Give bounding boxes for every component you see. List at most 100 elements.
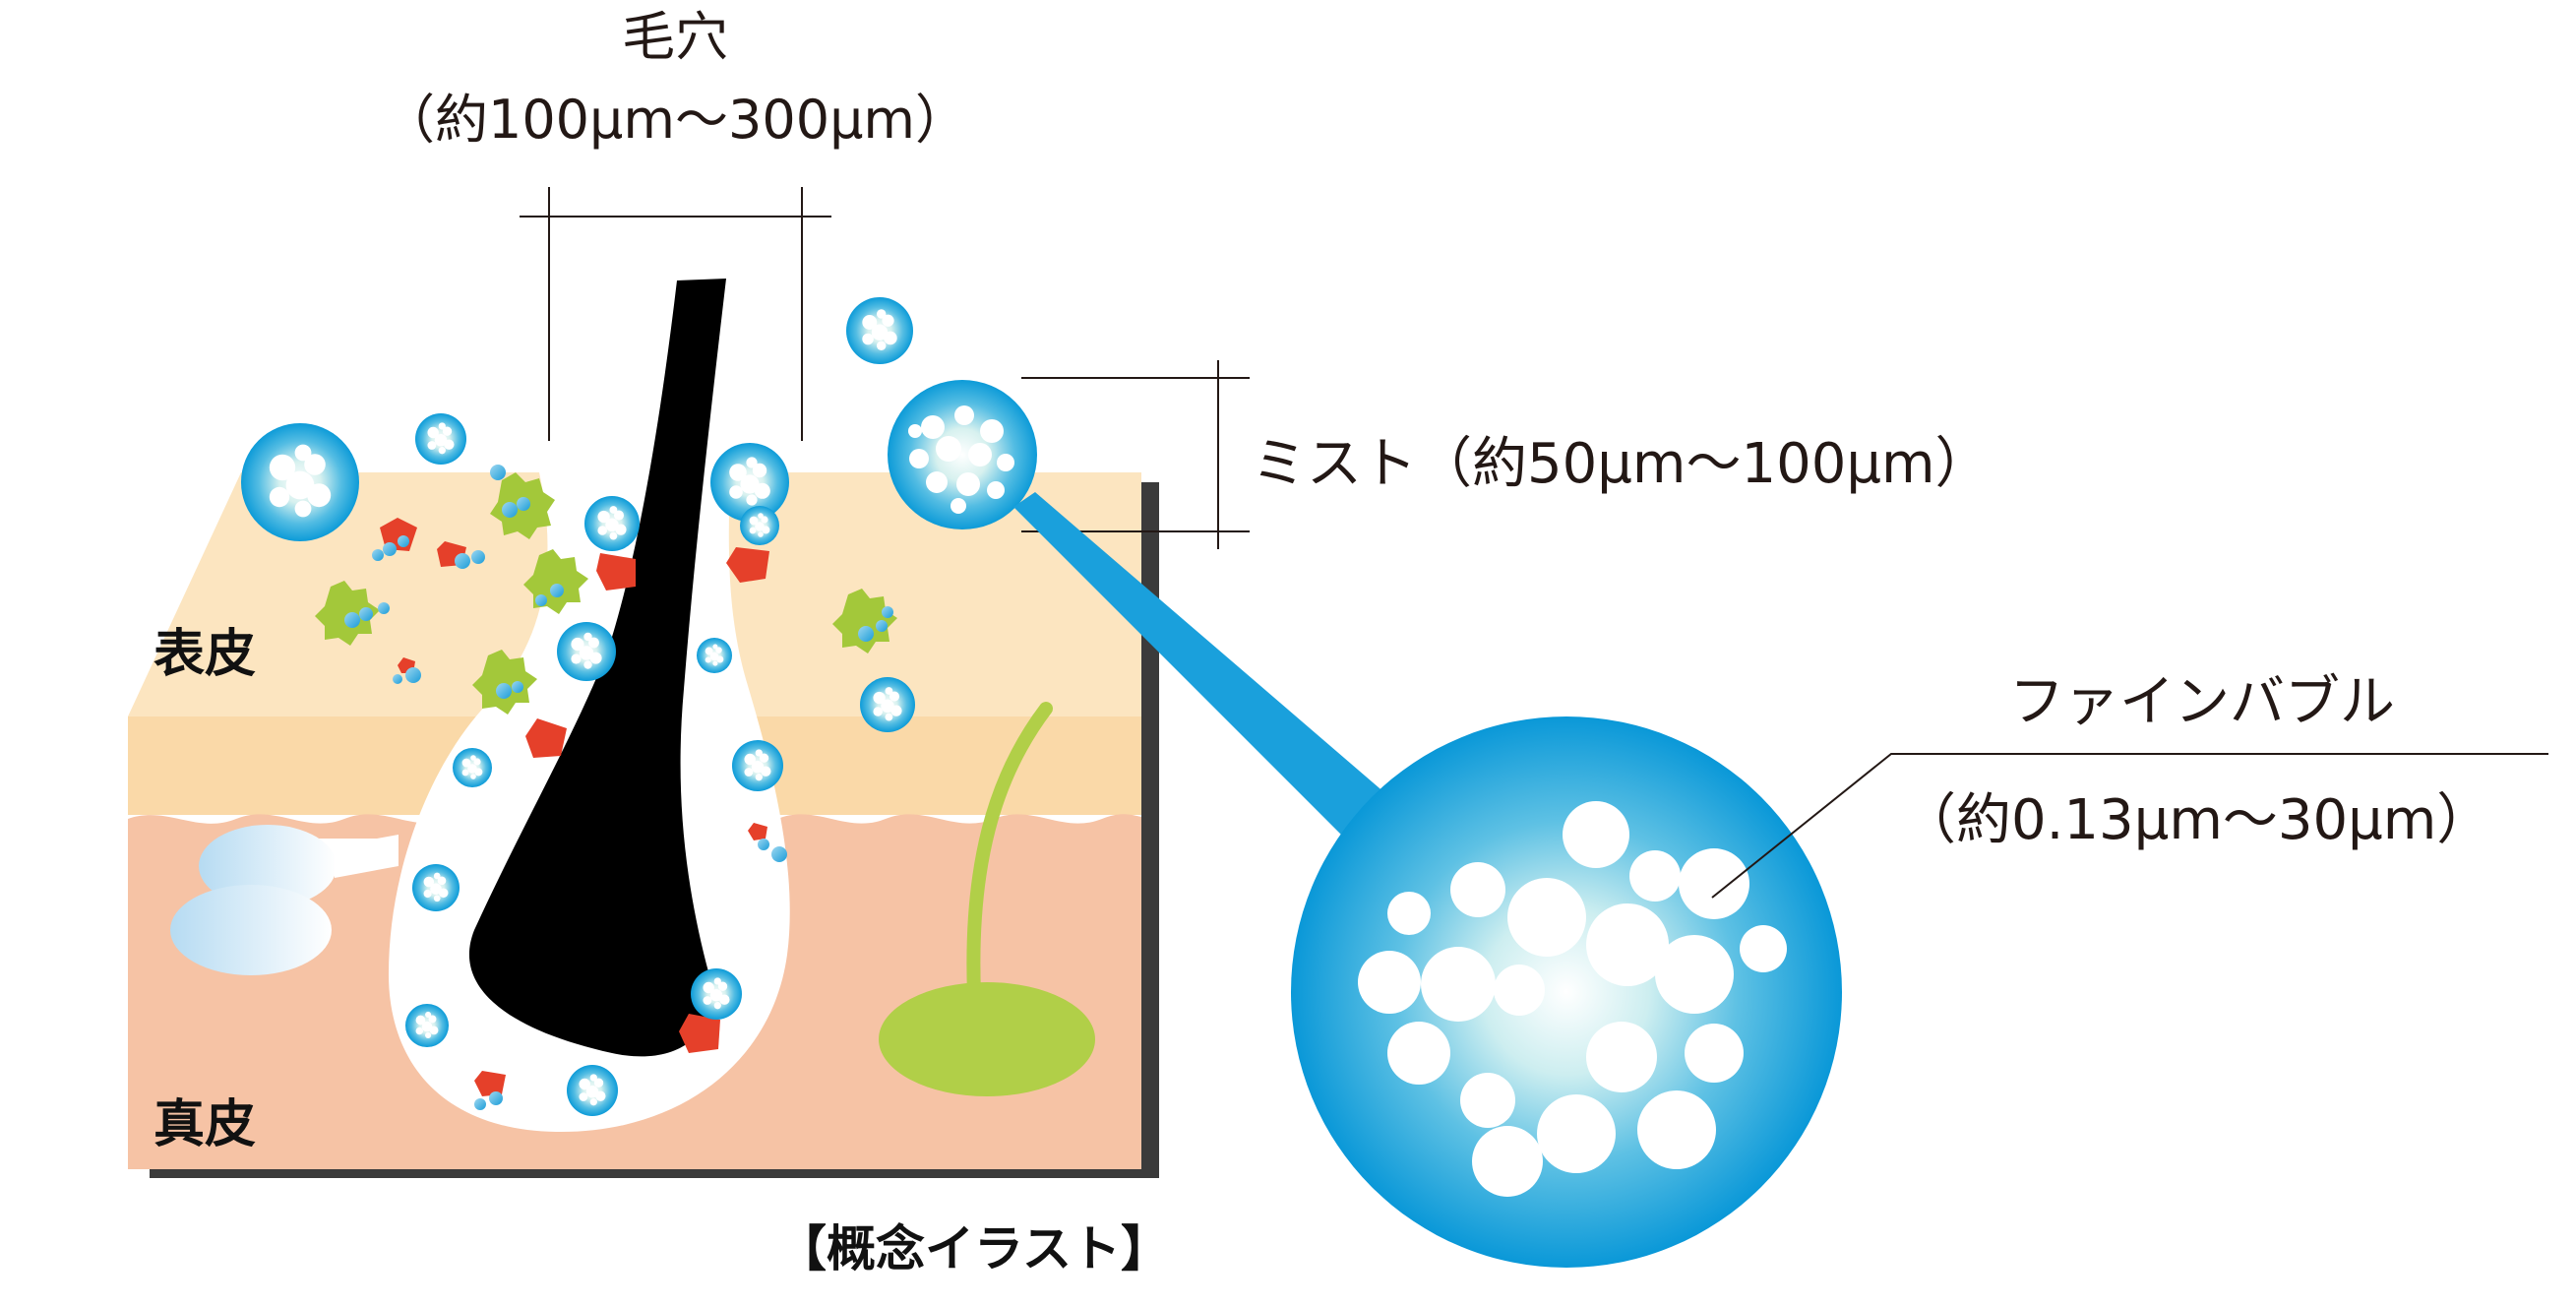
bubble-dot	[588, 637, 599, 649]
bubble-dot	[749, 516, 759, 526]
bubble-dot	[597, 526, 607, 535]
bubble-dot	[758, 513, 764, 519]
mist-bubble	[740, 506, 779, 545]
bubble-dot	[921, 415, 945, 439]
fine-bubble-dot	[1563, 801, 1629, 868]
bubble-dot	[729, 485, 743, 499]
bubble-dot	[746, 494, 758, 506]
bubble-dot	[589, 652, 602, 664]
fine-bubble-dot	[1450, 862, 1505, 917]
bubble-dot	[589, 1074, 597, 1082]
bubble-dot	[615, 524, 627, 535]
bubble-dot	[968, 443, 992, 467]
bubble-dot	[862, 315, 878, 330]
bubble-dot	[936, 436, 961, 462]
pore-size: （約100μm〜300μm）	[382, 89, 968, 151]
mist-bubble	[557, 622, 616, 681]
bubble-dot	[719, 994, 730, 1005]
bubble-dot	[427, 441, 437, 450]
bubble-dot	[956, 472, 980, 496]
bubble-dot	[873, 691, 886, 705]
bubble-dot	[876, 309, 887, 319]
bubble-dot	[873, 707, 883, 716]
mist-bubble	[405, 1004, 449, 1047]
bubble-dot	[889, 691, 900, 702]
fine-bubble-dot	[1358, 951, 1421, 1014]
mist-bubble	[710, 443, 789, 522]
fine-bubble-dot	[1494, 965, 1545, 1016]
bubble-dot	[885, 687, 893, 695]
bubble-dot	[428, 1015, 437, 1024]
mist-bubble	[412, 864, 460, 911]
bubble-dot	[709, 652, 719, 661]
bubble-dot	[881, 699, 894, 714]
mist-label: ミスト（約50μm〜100μm）	[1252, 432, 1991, 496]
bubble-dot	[605, 518, 619, 532]
bubble-dot	[751, 761, 765, 774]
fine-bubble-dot	[1460, 1073, 1515, 1128]
hair-shaft	[468, 279, 726, 1057]
fine-bubble-dot	[1387, 892, 1431, 935]
bubble-dot	[294, 500, 312, 518]
bubble-dot	[423, 876, 435, 888]
bubble-dot	[951, 498, 966, 514]
bubble-dot	[579, 1078, 590, 1090]
bubble-dot	[703, 981, 714, 994]
bubble-dot	[882, 314, 894, 327]
bubble-dot	[909, 449, 929, 468]
mist-bubble	[846, 297, 913, 364]
caption: 【概念イラスト】	[777, 1220, 1170, 1277]
bubble-dot	[884, 331, 897, 345]
bubble-dot	[444, 439, 455, 450]
bubble-dot	[755, 749, 763, 757]
bubble-dot	[474, 768, 483, 777]
bubble-dot	[461, 758, 471, 768]
bubble-dot	[749, 527, 757, 534]
fine-bubble-size: （約0.13μm〜30μm）	[1901, 788, 2491, 852]
pore-dimension	[520, 187, 831, 441]
bubble-dot	[715, 647, 722, 654]
bubble-dot	[285, 470, 315, 500]
epidermis-label: 表皮	[153, 625, 256, 684]
bubble-dot	[571, 654, 582, 664]
bubble-dot	[294, 444, 312, 462]
bubble-dot	[470, 755, 476, 761]
fine-bubble-dot	[1586, 903, 1669, 986]
bubble-dot	[269, 486, 290, 508]
bubble-dot	[433, 895, 441, 902]
bubble-dot	[585, 1086, 599, 1098]
bubble-dot	[423, 889, 432, 899]
mist-bubble	[732, 740, 783, 791]
bubble-dot	[713, 1002, 721, 1010]
bubble-dot	[954, 405, 974, 425]
fine-bubble-leader	[1711, 753, 2548, 899]
mist-bubble-large	[888, 380, 1037, 529]
bubble-dot	[415, 1027, 424, 1035]
bubble-dot	[744, 753, 756, 766]
bubble-dot	[438, 447, 446, 455]
bubble-dot	[761, 516, 768, 524]
bubble-dot	[593, 1078, 604, 1088]
bubble-dot	[890, 705, 902, 716]
bubble-dot	[609, 506, 618, 514]
fine-bubble-title: ファインバブル	[2009, 670, 2395, 734]
bubble-dot	[740, 474, 760, 494]
bubble-dot	[421, 1021, 433, 1032]
bubble-dot	[583, 660, 592, 669]
bubble-dot	[438, 888, 449, 899]
bubble-dot	[712, 644, 718, 650]
fine-bubble-dot	[1629, 850, 1681, 902]
bubble-dot	[716, 655, 724, 663]
zoom-cone	[1013, 492, 1407, 846]
bubble-dot	[307, 483, 332, 508]
fine-bubble-dot	[1472, 1126, 1543, 1197]
dermis-label: 真皮	[153, 1095, 256, 1154]
bubble-dot	[997, 454, 1014, 471]
bubble-dot	[425, 1031, 432, 1038]
bubble-dot	[430, 883, 442, 895]
fine-bubble-dot	[1537, 1094, 1616, 1173]
fine-bubble-dot	[1685, 1024, 1744, 1083]
bubble-dot	[709, 989, 723, 1002]
fine-bubble-dot	[1507, 878, 1586, 957]
